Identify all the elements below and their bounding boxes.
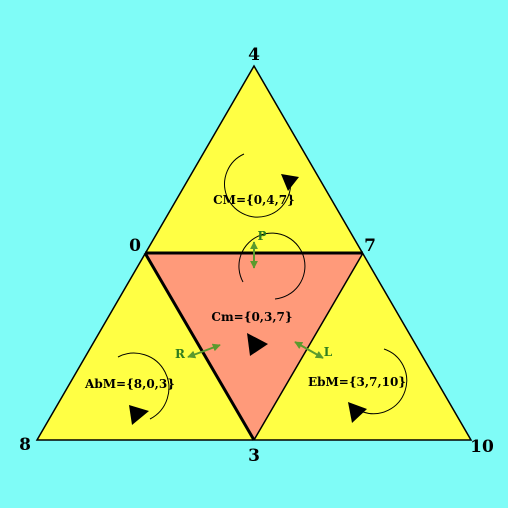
vertex-label-bottom-left: 8 bbox=[19, 435, 31, 455]
vertex-label-bottom: 3 bbox=[248, 446, 260, 466]
vertex-label-bottom-right: 10 bbox=[470, 437, 494, 457]
vertex-label-right: 7 bbox=[364, 236, 376, 256]
op-label-p: P bbox=[257, 229, 266, 243]
cycle-arrow-left bbox=[117, 352, 170, 425]
op-label-l: L bbox=[324, 345, 333, 359]
triad-label-right: EbM={3,7,10} bbox=[308, 375, 406, 389]
vertex-label-top: 4 bbox=[248, 45, 260, 65]
cycle-arrow-center bbox=[238, 232, 306, 356]
vertex-label-left: 0 bbox=[129, 236, 141, 256]
cycle-arrow-top bbox=[224, 153, 299, 218]
op-arrow-l bbox=[294, 341, 324, 359]
op-label-r: R bbox=[175, 347, 186, 361]
op-arrow-r bbox=[187, 343, 221, 359]
triad-label-top: CM={0,4,7} bbox=[213, 193, 295, 207]
triad-label-center: Cm={0,3,7} bbox=[211, 310, 292, 324]
cycle-arrow-right bbox=[348, 348, 408, 423]
triad-label-left: AbM={8,0,3} bbox=[84, 377, 175, 391]
